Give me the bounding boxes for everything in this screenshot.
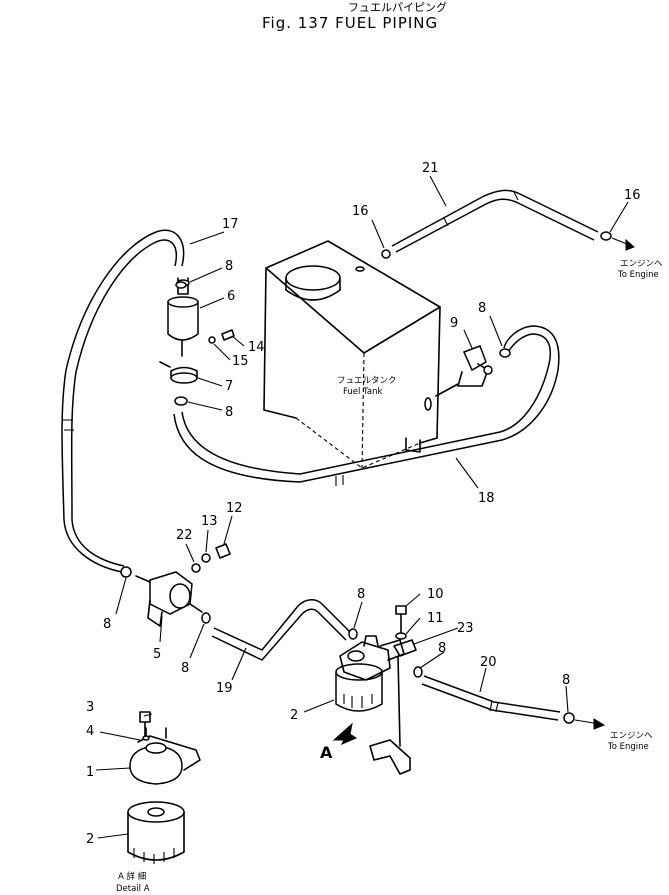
title-en: Fig. 137 FUEL PIPING [262, 14, 438, 32]
callout-10: 10 [427, 587, 444, 602]
washer-11 [395, 632, 407, 640]
callout-16: 16 [352, 204, 369, 219]
callout-9: 9 [450, 316, 458, 331]
fuel-tank [263, 240, 441, 469]
hose-18 [173, 325, 560, 483]
clip-8e [201, 612, 211, 624]
clip-8b [174, 396, 188, 406]
bolt-14 [221, 329, 235, 341]
to-engine-1-jp: エンジンへ [620, 259, 663, 269]
washer-22 [191, 563, 201, 573]
callout-8: 8 [562, 673, 570, 688]
callout-8: 8 [478, 301, 486, 316]
detail-a-label-jp: A 詳 細 [118, 871, 146, 882]
callout-8: 8 [438, 641, 446, 656]
callout-18: 18 [478, 491, 495, 506]
view-marker-a: A [320, 743, 333, 762]
bolt-12 [215, 543, 231, 559]
tank-label-jp: フュエルタンク [337, 376, 397, 386]
clip-8h [563, 712, 575, 724]
view-arrow-a [332, 722, 358, 745]
callout-7: 7 [225, 379, 233, 394]
callout-2: 2 [290, 708, 298, 723]
callout-21: 21 [422, 161, 439, 176]
to-engine-2-en: To Engine [607, 742, 649, 752]
clip-8d [120, 566, 132, 578]
band-7 [159, 361, 198, 384]
clip-8g [413, 666, 423, 678]
callout-11: 11 [427, 611, 444, 626]
sediment-bowl-6 [167, 277, 199, 357]
callout-8: 8 [225, 405, 233, 420]
callout-17: 17 [222, 217, 239, 232]
callout-22: 22 [176, 528, 193, 543]
detail-a-filter [127, 711, 201, 864]
hose-20 [421, 675, 561, 721]
callout-16: 16 [624, 188, 641, 203]
callout-5: 5 [153, 647, 161, 662]
valve-9 [435, 345, 493, 397]
callout-6: 6 [227, 289, 235, 304]
clip-8c [499, 348, 511, 358]
callout-15: 15 [232, 354, 249, 369]
callout-14: 14 [248, 340, 265, 355]
callout-4: 4 [86, 724, 94, 739]
callout-3: 3 [86, 700, 94, 715]
callout-2: 2 [86, 832, 94, 847]
filter-bracket [369, 655, 411, 775]
washer-15 [208, 336, 216, 344]
fitting-16b [600, 231, 612, 241]
callout-8: 8 [357, 587, 365, 602]
to-engine-1-en: To Engine [617, 270, 659, 280]
priming-pump-5 [135, 571, 203, 627]
callout-23: 23 [457, 621, 474, 636]
hose-21 [391, 189, 599, 253]
hose-17 [61, 229, 185, 573]
detail-a-label-en: Detail A [116, 884, 150, 894]
callout-8: 8 [103, 617, 111, 632]
tank-label-en: Fuel Tank [343, 387, 382, 397]
leader-lines [95, 175, 629, 839]
callout-19: 19 [216, 681, 233, 696]
fuel-filter-main [335, 635, 405, 712]
callout-13: 13 [201, 514, 218, 529]
fitting-16a [381, 249, 391, 259]
hose-19 [211, 599, 353, 661]
washer-13 [201, 553, 211, 563]
bracket-23 [393, 639, 417, 657]
callout-1: 1 [86, 765, 94, 780]
callout-20: 20 [480, 655, 497, 670]
clip-8a [175, 281, 187, 289]
callout-12: 12 [226, 501, 243, 516]
callout-8: 8 [181, 661, 189, 676]
title-jp: フュエルパイピング [348, 0, 447, 14]
to-engine-2-jp: エンジンへ [610, 731, 653, 741]
clip-8f [348, 628, 358, 640]
bolt-10 [395, 605, 407, 633]
callout-8: 8 [225, 259, 233, 274]
